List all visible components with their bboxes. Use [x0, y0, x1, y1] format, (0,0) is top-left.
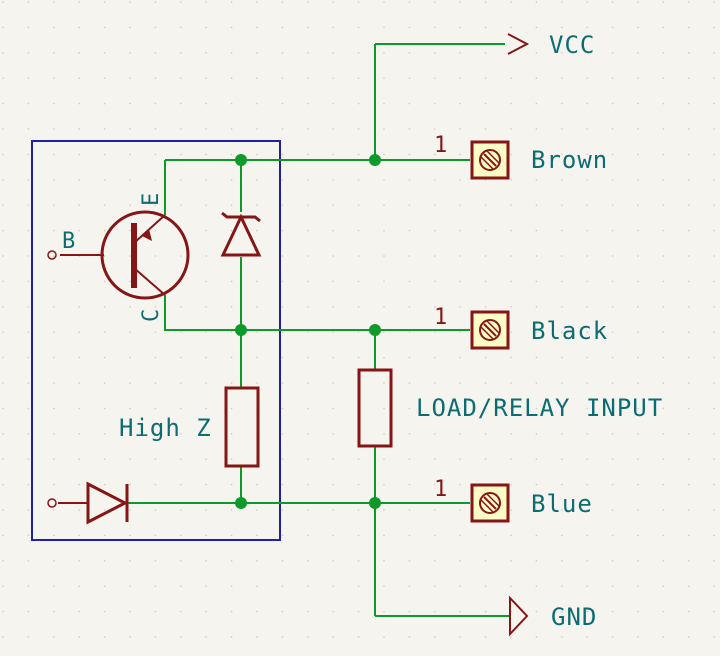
zener-triangle — [220, 213, 262, 257]
resistor-body — [357, 368, 393, 448]
resistor-body — [224, 386, 260, 468]
connector-brown: 1 Brown — [434, 133, 608, 180]
transistor-emitter-leg — [133, 214, 166, 244]
connector-blue: 1 Blue — [434, 477, 593, 523]
vcc-label: VCC — [549, 31, 595, 59]
connector-pin-number: 1 — [434, 133, 447, 158]
connector-black: 1 Black — [434, 305, 608, 350]
vcc-symbol: VCC — [507, 31, 595, 59]
transistor-collector-leg — [133, 267, 166, 296]
junction-dot — [369, 324, 381, 336]
emitter-label: E — [139, 193, 164, 206]
junctions — [235, 154, 381, 509]
connector-pin-number: 1 — [434, 305, 447, 330]
junction-dot — [369, 497, 381, 509]
junction-dot — [235, 497, 247, 509]
sensor-boundary-box — [31, 140, 281, 541]
load-label: LOAD/RELAY INPUT — [416, 394, 663, 422]
diode-pin-icon — [47, 498, 57, 508]
screw-terminal-icon — [479, 319, 501, 341]
base-pin-icon — [47, 250, 57, 260]
black-net-wire — [164, 295, 470, 331]
junction-dot — [235, 154, 247, 166]
connector-pin-number: 1 — [434, 477, 447, 502]
input-diode — [47, 481, 129, 525]
connector-label: Blue — [531, 490, 593, 518]
connector-label: Brown — [531, 146, 608, 174]
screw-terminal-icon — [479, 149, 501, 171]
zener-bar — [221, 211, 261, 223]
highz-resistor: High Z — [119, 386, 260, 468]
gnd-symbol: GND — [509, 595, 597, 637]
base-label: B — [62, 229, 75, 254]
collector-label: C — [139, 309, 164, 322]
gnd-label: GND — [551, 603, 597, 631]
connector-label: Black — [531, 317, 608, 345]
load-resistor: LOAD/RELAY INPUT — [357, 368, 663, 448]
zener-diode — [220, 211, 262, 257]
screw-terminal-icon — [479, 492, 501, 514]
pnp-transistor: B E C — [47, 193, 190, 322]
junction-dot — [369, 154, 381, 166]
emitter-arrow-icon — [142, 229, 152, 241]
junction-dot — [235, 324, 247, 336]
highz-label: High Z — [119, 414, 212, 442]
